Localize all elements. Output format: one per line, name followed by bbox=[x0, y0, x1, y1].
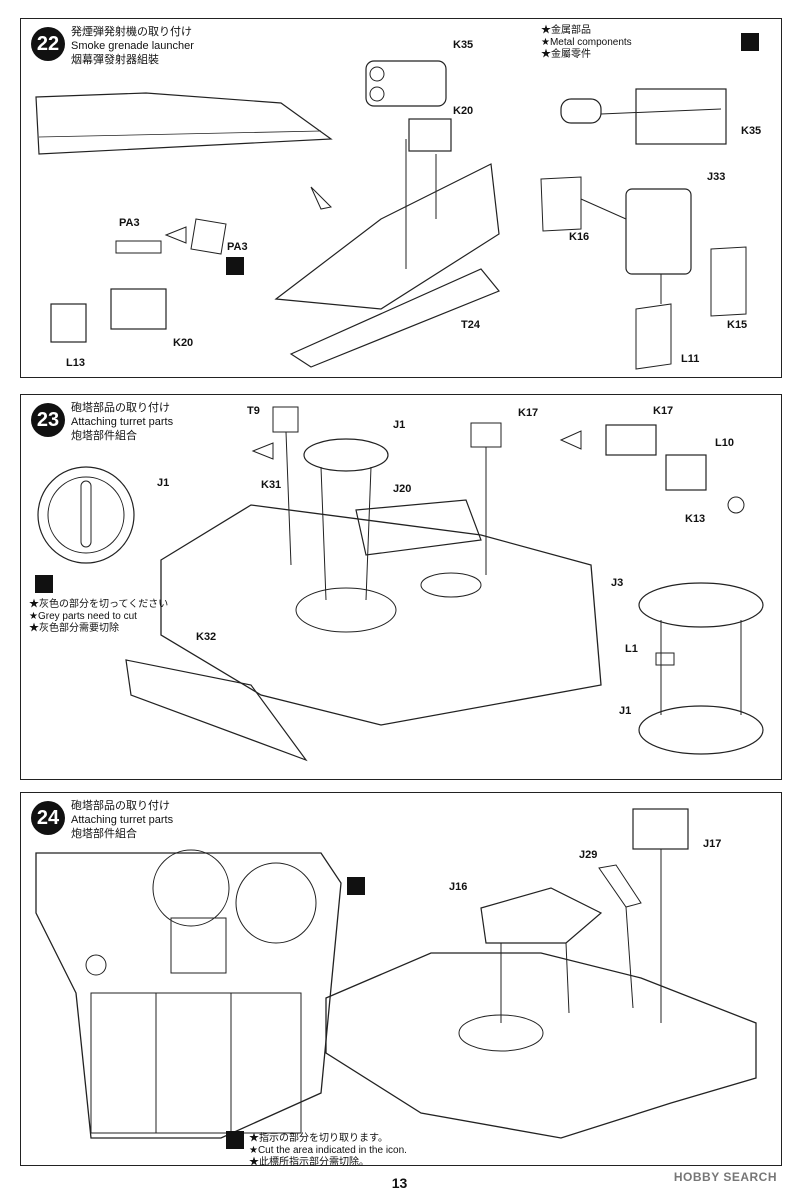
cut-icon bbox=[347, 877, 365, 895]
part-label: J16 bbox=[449, 881, 468, 893]
part-label: L1 bbox=[625, 643, 638, 655]
title-zh: 烟幕彈發射器組裝 bbox=[71, 54, 159, 66]
step-number: 24 bbox=[31, 801, 65, 835]
page-number: 13 bbox=[391, 1175, 408, 1191]
metal-part-icon bbox=[741, 33, 759, 51]
part-label: J33 bbox=[707, 171, 726, 183]
step-24-drawing bbox=[35, 808, 757, 1139]
part-label: J1 bbox=[393, 419, 406, 431]
part-label: J1 bbox=[619, 705, 632, 717]
part-label: K16 bbox=[569, 231, 590, 243]
watermark-logo: HOBBY SEARCH bbox=[673, 1170, 777, 1184]
part-label: K35 bbox=[453, 39, 474, 51]
step-23-drawing bbox=[37, 406, 764, 762]
step-24-panel: 24 砲塔部品の取り付け Attaching turret parts 炮塔部件… bbox=[20, 792, 782, 1168]
part-label: T24 bbox=[461, 319, 480, 331]
part-label: J29 bbox=[579, 849, 598, 861]
step-title: 砲塔部品の取り付け Attaching turret parts 炮塔部件組合 bbox=[71, 799, 173, 841]
step-22-panel: 22 発煙弾発射機の取り付け Smoke grenade launcher 烟幕… bbox=[20, 18, 782, 378]
title-en: Attaching turret parts bbox=[71, 416, 174, 428]
cut-icon bbox=[226, 1131, 244, 1149]
title-zh: 炮塔部件組合 bbox=[71, 828, 137, 840]
step-number: 22 bbox=[31, 27, 65, 61]
title-ja: 発煙弾発射機の取り付け bbox=[71, 26, 192, 38]
part-label: J1 bbox=[157, 477, 170, 489]
glue-icon bbox=[226, 257, 244, 275]
step-23-panel: 23 砲塔部品の取り付け Attaching turret parts 炮塔部件… bbox=[20, 394, 782, 780]
step-22-drawing bbox=[35, 60, 747, 370]
part-label: PA3 bbox=[227, 241, 248, 253]
title-zh: 炮塔部件組合 bbox=[71, 430, 137, 442]
part-label: K20 bbox=[453, 105, 474, 117]
part-label: L11 bbox=[681, 353, 700, 365]
part-label: L10 bbox=[715, 437, 734, 449]
part-label: L13 bbox=[66, 357, 85, 369]
title-en: Attaching turret parts bbox=[71, 814, 174, 826]
title-ja: 砲塔部品の取り付け bbox=[71, 800, 170, 812]
part-label: K17 bbox=[518, 407, 539, 419]
part-label: K31 bbox=[261, 479, 282, 491]
part-label: K35 bbox=[741, 125, 762, 137]
part-label: T9 bbox=[247, 405, 260, 417]
part-label: K15 bbox=[727, 319, 748, 331]
cut-icon bbox=[35, 575, 53, 593]
part-label: J20 bbox=[393, 483, 412, 495]
step-number: 23 bbox=[31, 403, 65, 437]
metal-note: ★金属部品 ★Metal components ★金屬零件 bbox=[541, 25, 632, 60]
grey-cut-note: ★灰色の部分を切ってください ★Grey parts need to cut ★… bbox=[29, 599, 169, 634]
part-label: K20 bbox=[173, 337, 194, 349]
step-title: 砲塔部品の取り付け Attaching turret parts 炮塔部件組合 bbox=[71, 401, 173, 443]
step-title: 発煙弾発射機の取り付け Smoke grenade launcher 烟幕彈發射… bbox=[71, 25, 194, 67]
part-label: K17 bbox=[653, 405, 674, 417]
part-label: PA3 bbox=[119, 217, 140, 229]
part-label: K13 bbox=[685, 513, 706, 525]
title-en: Smoke grenade launcher bbox=[71, 40, 194, 52]
part-label: J17 bbox=[703, 838, 722, 850]
title-ja: 砲塔部品の取り付け bbox=[71, 402, 170, 414]
part-label: J3 bbox=[611, 577, 624, 589]
cut-note: ★指示の部分を切り取ります。 ★Cut the area indicated i… bbox=[249, 1133, 407, 1168]
part-label: K32 bbox=[196, 631, 217, 643]
